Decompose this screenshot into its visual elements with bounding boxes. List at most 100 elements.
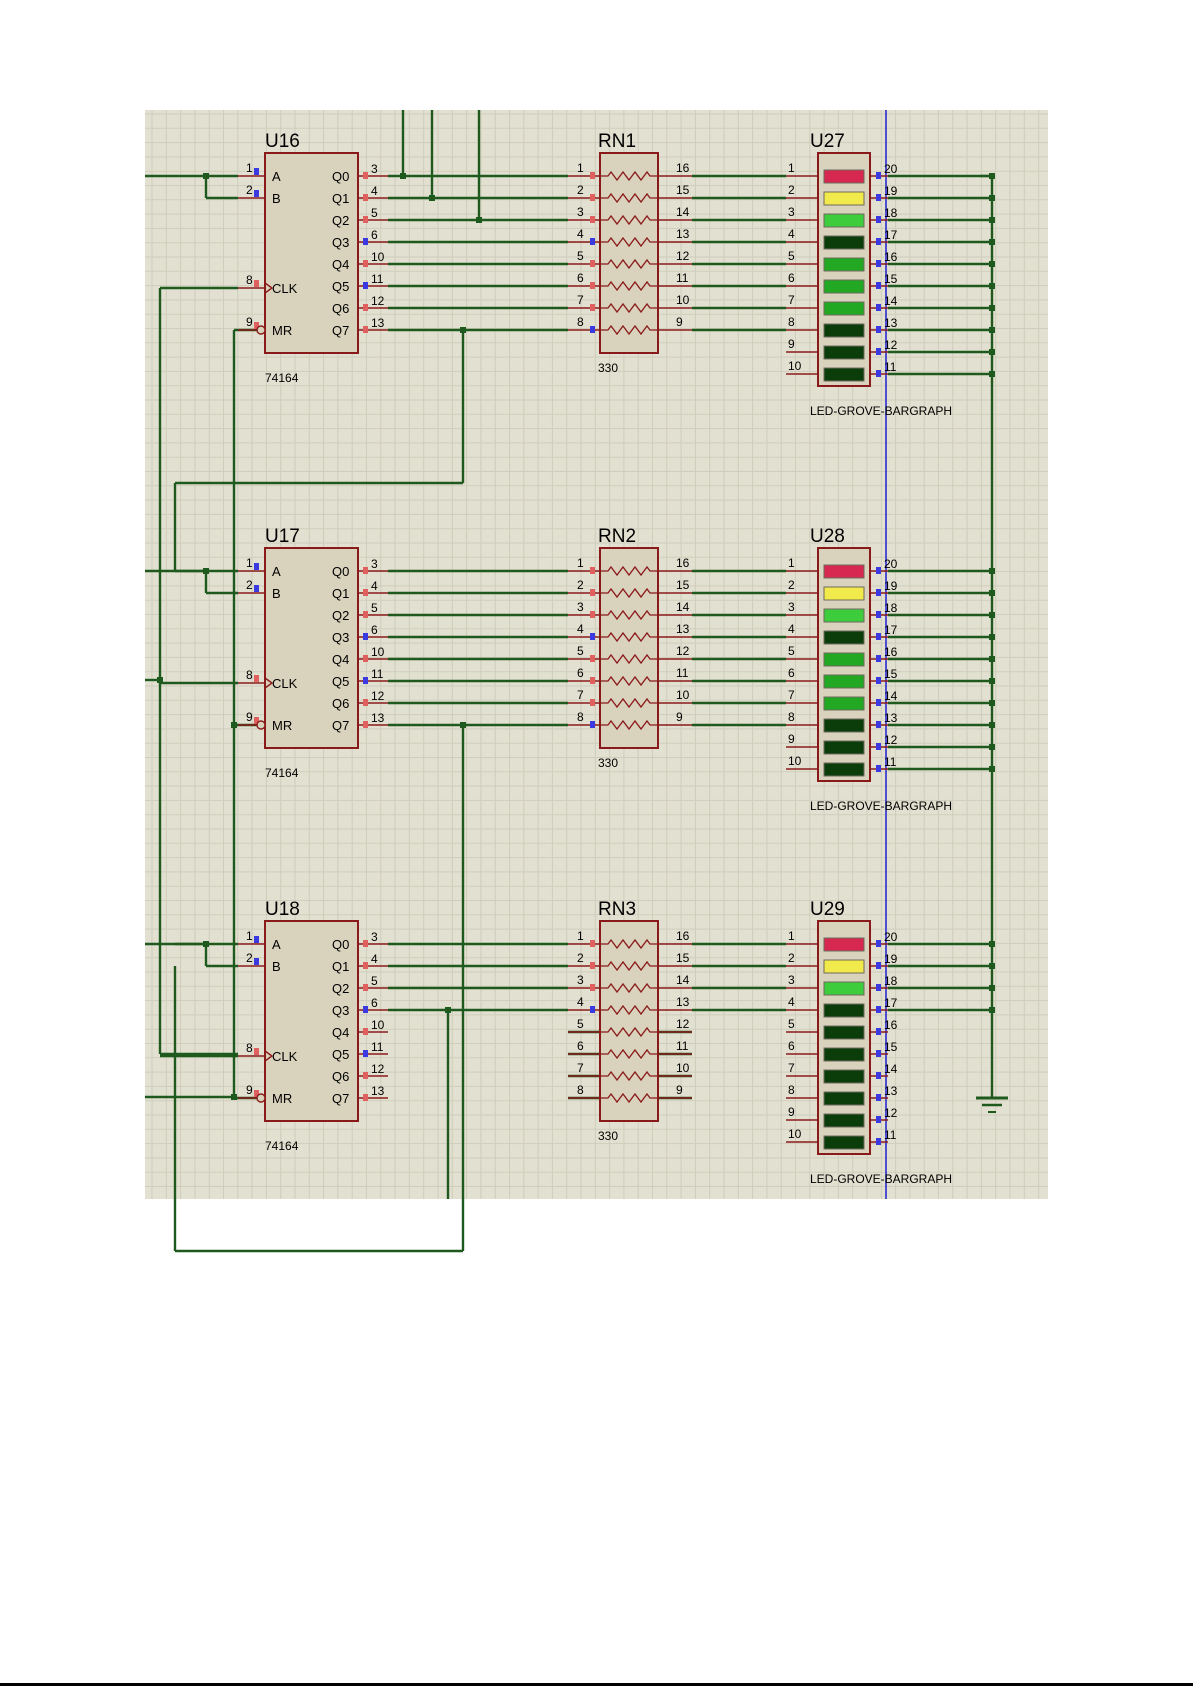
component-ref: U29 [810, 899, 845, 920]
pin-number: 14 [884, 1062, 898, 1076]
component-ref: RN3 [598, 899, 636, 920]
pin-number: 9 [788, 1105, 795, 1119]
pin-marker [876, 940, 881, 947]
pin-number: 14 [884, 689, 898, 703]
pin-number: 10 [371, 250, 385, 264]
pin-number: 6 [371, 623, 378, 637]
pin-marker [876, 699, 881, 706]
pin-number: 2 [246, 951, 253, 965]
resistor-symbol [600, 960, 658, 972]
pin-marker [363, 282, 368, 289]
pin-number: 10 [676, 1061, 690, 1075]
pin-number: 7 [788, 293, 795, 307]
output-label: Q0 [332, 937, 349, 952]
pin-number: 8 [577, 315, 584, 329]
component-ref: U27 [810, 131, 845, 152]
pin-label: B [272, 191, 281, 206]
output-label: Q1 [332, 586, 349, 601]
resistor-symbol [600, 653, 658, 665]
component-ref: U18 [265, 899, 300, 920]
pin-number: 11 [884, 1128, 897, 1142]
pin-number: 5 [577, 1017, 584, 1031]
pin-label: CLK [272, 1049, 298, 1064]
pin-number: 5 [371, 601, 378, 615]
pin-number: 3 [788, 973, 795, 987]
pin-number: 5 [788, 1017, 795, 1031]
output-label: Q0 [332, 169, 349, 184]
pin-number: 20 [884, 930, 898, 944]
pin-number: 10 [676, 293, 690, 307]
pin-marker [363, 1050, 368, 1057]
output-label: Q2 [332, 213, 349, 228]
pin-number: 12 [884, 338, 898, 352]
pin-number: 13 [371, 711, 385, 725]
pin-marker [590, 172, 595, 179]
pin-number: 9 [676, 710, 683, 724]
pin-number: 9 [788, 337, 795, 351]
pin-number: 2 [577, 951, 584, 965]
ic-body [264, 920, 359, 1122]
pin-marker [363, 1072, 368, 1079]
pin-number: 19 [884, 579, 898, 593]
pin-number: 8 [246, 1041, 253, 1055]
pin-marker [876, 348, 881, 355]
pin-marker [590, 721, 595, 728]
pin-marker [590, 282, 595, 289]
clock-edge-symbol [264, 1050, 274, 1062]
inverted-input-bubble [256, 1093, 266, 1103]
resistor-symbol [600, 938, 658, 950]
resistor-symbol [600, 719, 658, 731]
pin-number: 8 [788, 315, 795, 329]
output-label: Q4 [332, 1025, 349, 1040]
pin-marker [876, 172, 881, 179]
pin-number: 5 [788, 249, 795, 263]
resistor-symbol [600, 280, 658, 292]
pin-number: 8 [788, 710, 795, 724]
pin-marker [590, 655, 595, 662]
pin-marker [876, 611, 881, 618]
page-bottom-rule [0, 1683, 1193, 1686]
output-label: Q1 [332, 191, 349, 206]
pin-number: 9 [676, 315, 683, 329]
component-value: 330 [598, 756, 618, 770]
pin-number: 5 [371, 974, 378, 988]
pin-label: CLK [272, 676, 298, 691]
pin-marker [876, 1050, 881, 1057]
pin-number: 8 [246, 668, 253, 682]
junction-dot [400, 173, 406, 179]
pin-marker [876, 1138, 881, 1145]
pin-number: 13 [676, 227, 690, 241]
pin-number: 7 [577, 293, 584, 307]
pin-marker [876, 260, 881, 267]
pin-number: 4 [577, 227, 584, 241]
led-segment-2 [823, 586, 865, 601]
pin-number: 18 [884, 206, 898, 220]
led-segment-4 [823, 1003, 865, 1018]
pin-number: 10 [788, 359, 802, 373]
component-value: 330 [598, 361, 618, 375]
pin-marker [590, 633, 595, 640]
output-label: Q7 [332, 1091, 349, 1106]
pin-number: 9 [246, 710, 253, 724]
pin-marker [363, 567, 368, 574]
pin-marker [254, 936, 259, 943]
pin-marker [590, 699, 595, 706]
pin-number: 7 [577, 1061, 584, 1075]
pin-marker [876, 1094, 881, 1101]
output-label: Q6 [332, 696, 349, 711]
led-segment-3 [823, 213, 865, 228]
pin-number: 4 [577, 995, 584, 1009]
pin-number: 2 [577, 183, 584, 197]
